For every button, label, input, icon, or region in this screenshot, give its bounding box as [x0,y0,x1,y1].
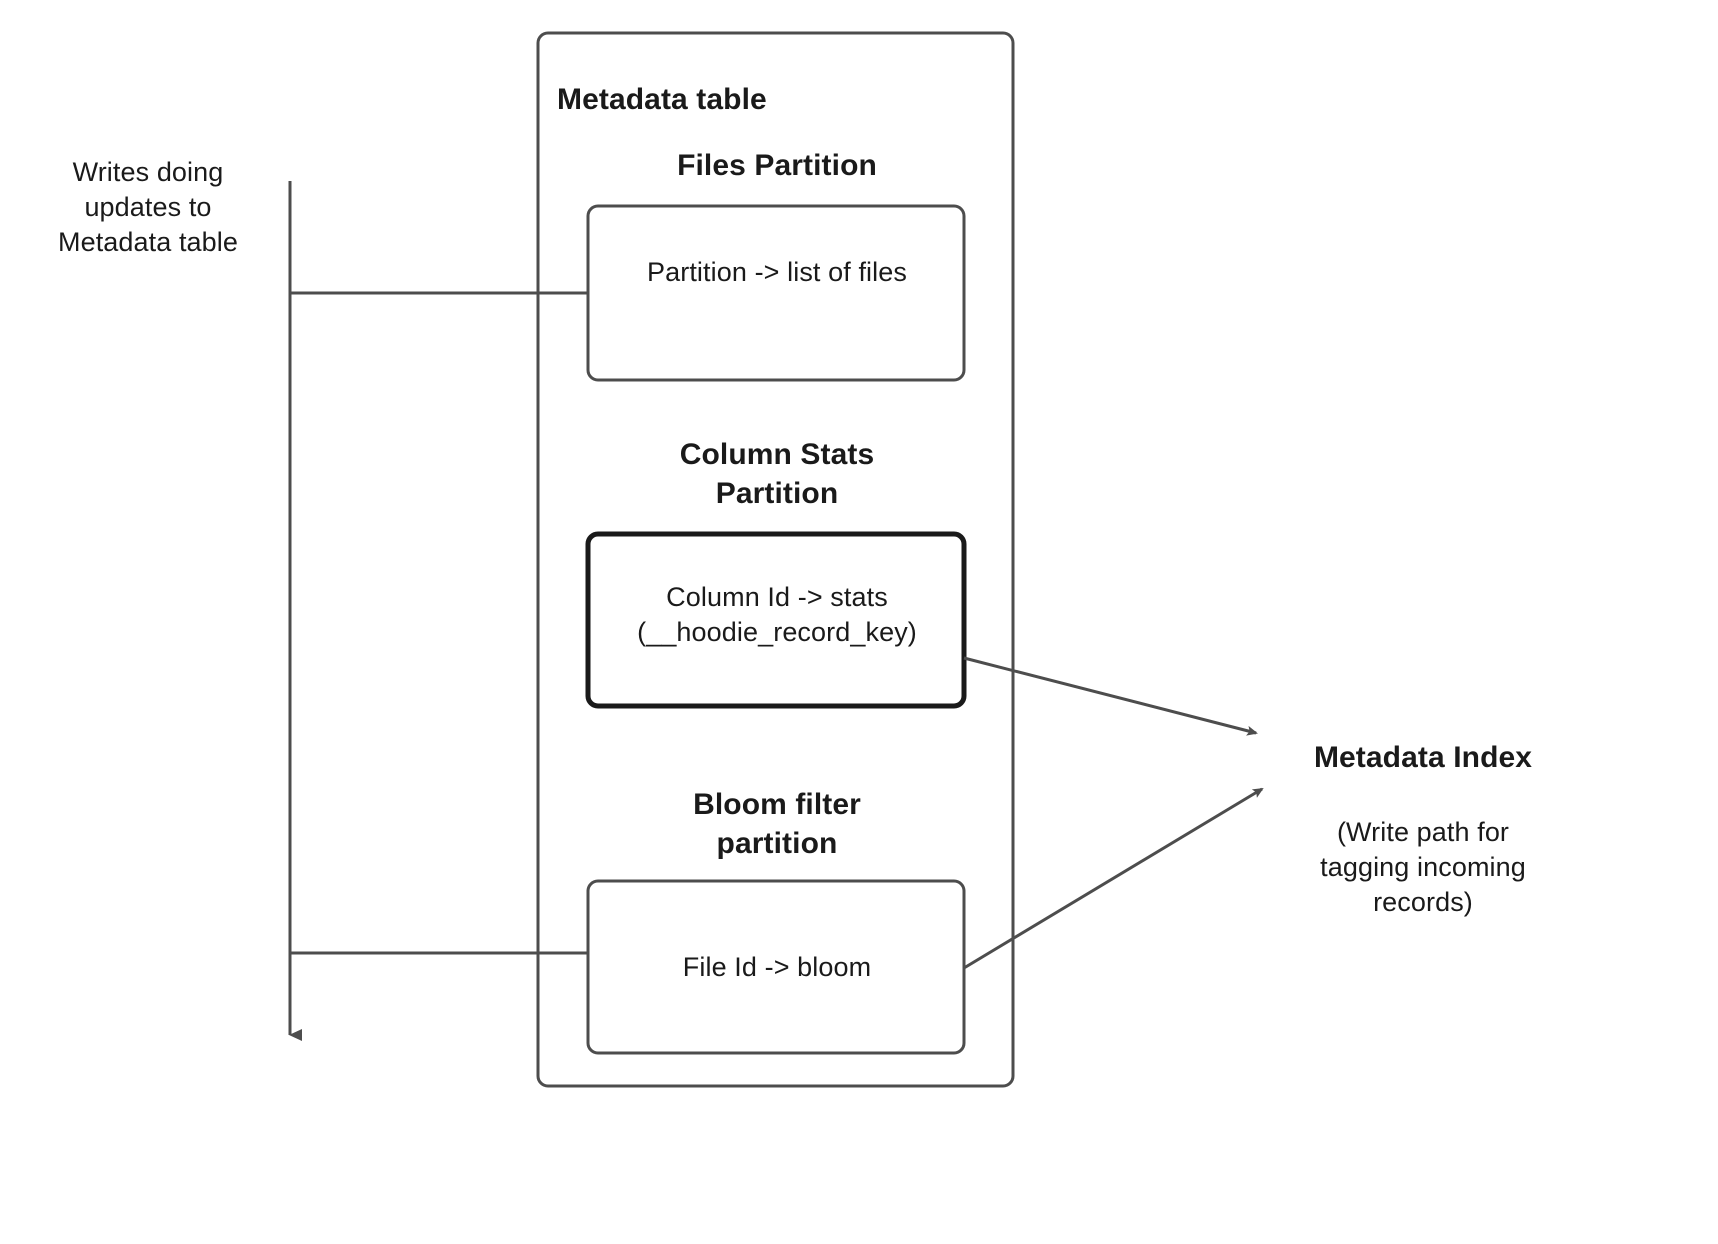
column-stats-to-metadata-index-arrow [963,656,1258,736]
column-stats-partition-box [585,531,967,709]
files-partition-box [586,204,966,382]
bloom-filter-partition-box-label: File Id -> bloom [682,952,872,982]
writes-note-label: Writes doing updates to Metadata table [57,157,239,258]
metadata-table-container [536,31,1015,1088]
column-stats-partition-heading: Column Stats Partition [679,438,875,510]
bloom-to-metadata-index-arrow [963,787,1264,970]
metadata-index-title: Metadata Index [1313,741,1533,774]
files-partition-heading: Files Partition [677,149,877,182]
bloom-filter-partition-heading: Bloom filter partition [693,788,861,860]
metadata-index-caption: (Write path for tagging incoming records… [1320,817,1526,918]
files-partition-box-label: Partition -> list of files [647,257,907,287]
column-stats-partition-box-label: Column Id -> stats (__hoodie_record_key) [637,582,917,648]
metadata-table-title: Metadata table [557,83,767,116]
